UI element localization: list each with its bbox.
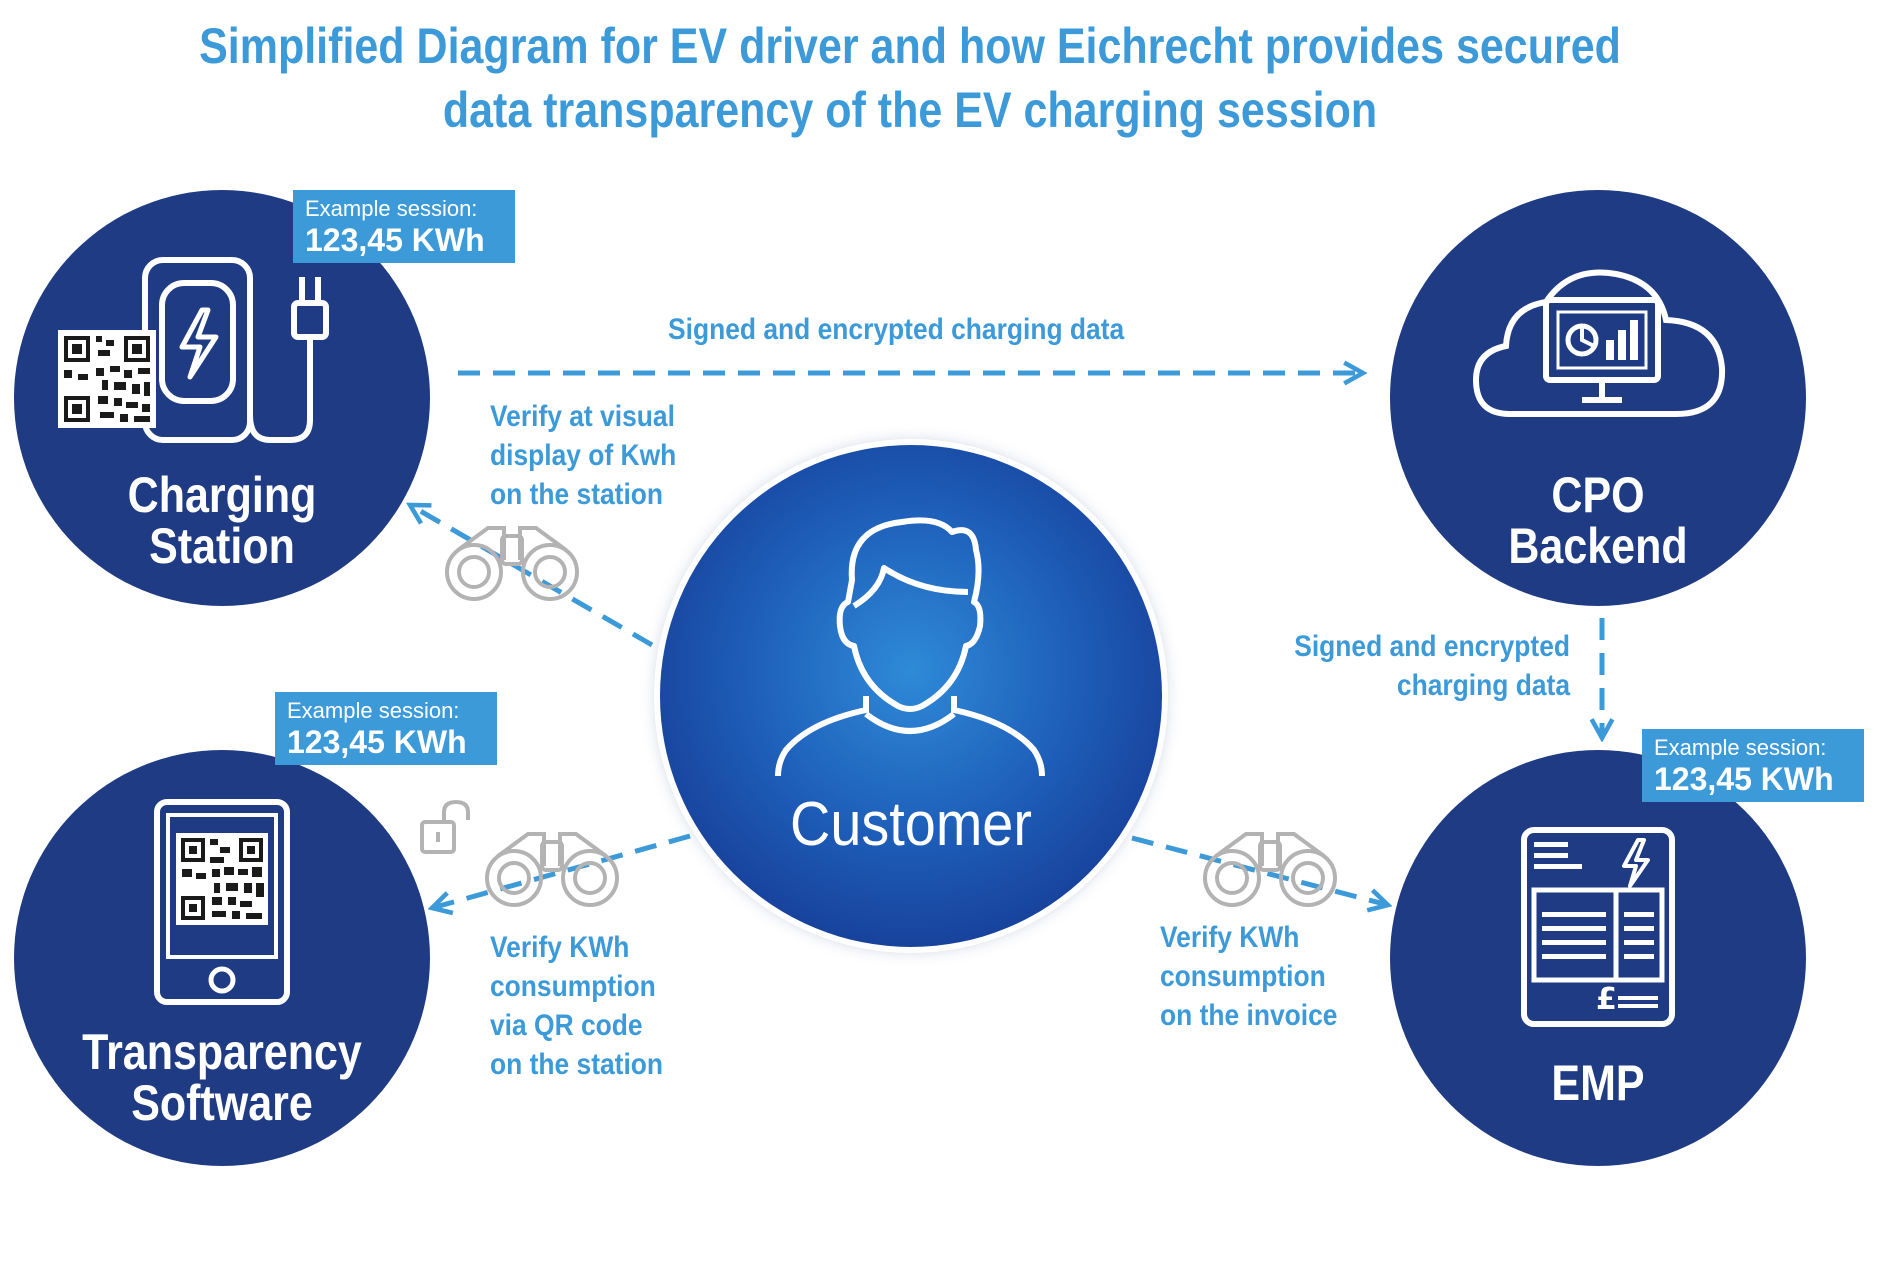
cpo-backend-label-line-2: Backend bbox=[1508, 518, 1688, 574]
session-badge-software: Example session: 123,45 KWh bbox=[275, 692, 497, 765]
arrow-customer-to-station bbox=[410, 505, 654, 648]
ev-charger-icon bbox=[142, 257, 329, 443]
label-verify-display: Verify at visual display of Kwh on the s… bbox=[490, 400, 677, 511]
customer-node bbox=[660, 445, 1162, 947]
transparency-software-label: Transparency Software bbox=[43, 1027, 401, 1129]
tablet-qr-icon bbox=[154, 799, 290, 1005]
label-cpo-to-emp: Signed and encrypted charging data bbox=[1294, 630, 1570, 702]
invoice-icon: £ bbox=[1521, 827, 1675, 1027]
diagram-title: Simplified Diagram for EV driver and how… bbox=[127, 14, 1692, 142]
transparency-software-label-line-1: Transparency bbox=[82, 1024, 362, 1080]
unlocked-padlock-icon bbox=[420, 799, 470, 854]
transparency-software-label-line-2: Software bbox=[131, 1075, 313, 1131]
badge-caption: Example session: bbox=[305, 196, 478, 221]
badge-value: 123,45 KWh bbox=[287, 724, 467, 760]
session-badge-emp: Example session: 123,45 KWh bbox=[1642, 729, 1864, 802]
customer-label: Customer bbox=[790, 790, 1032, 859]
binoculars-icon bbox=[445, 526, 579, 601]
label-verify-qr: Verify KWh consumption via QR code on th… bbox=[490, 931, 664, 1081]
cpo-backend-label-line-1: CPO bbox=[1551, 467, 1645, 523]
emp-label: EMP bbox=[1419, 1058, 1777, 1109]
badge-caption: Example session: bbox=[1654, 735, 1827, 760]
label-station-to-cpo: Signed and encrypted charging data bbox=[668, 313, 1125, 346]
charging-station-label-line-2: Station bbox=[149, 518, 295, 574]
binoculars-icon bbox=[1203, 832, 1337, 907]
person-icon bbox=[775, 517, 1045, 777]
arrow-customer-to-software bbox=[432, 833, 691, 908]
qr-code-icon bbox=[58, 330, 156, 428]
charging-station-label-line-1: Charging bbox=[127, 467, 317, 523]
emp-label-line-1: EMP bbox=[1551, 1055, 1645, 1111]
binoculars-icon bbox=[485, 832, 619, 907]
cpo-backend-label: CPO Backend bbox=[1419, 470, 1777, 572]
badge-value: 123,45 KWh bbox=[305, 222, 485, 258]
title-line-1: Simplified Diagram for EV driver and how… bbox=[199, 18, 1621, 74]
arrow-customer-to-emp bbox=[1131, 835, 1388, 905]
title-line-2: data transparency of the EV charging ses… bbox=[442, 82, 1378, 138]
cloud-monitor-icon bbox=[1472, 269, 1726, 417]
charging-station-label: Charging Station bbox=[43, 470, 401, 572]
session-badge-station: Example session: 123,45 KWh bbox=[293, 190, 515, 263]
label-verify-invoice: Verify KWh consumption on the invoice bbox=[1160, 921, 1338, 1032]
svg-text:£: £ bbox=[1596, 982, 1617, 1017]
badge-caption: Example session: bbox=[287, 698, 460, 723]
badge-value: 123,45 KWh bbox=[1654, 761, 1834, 797]
